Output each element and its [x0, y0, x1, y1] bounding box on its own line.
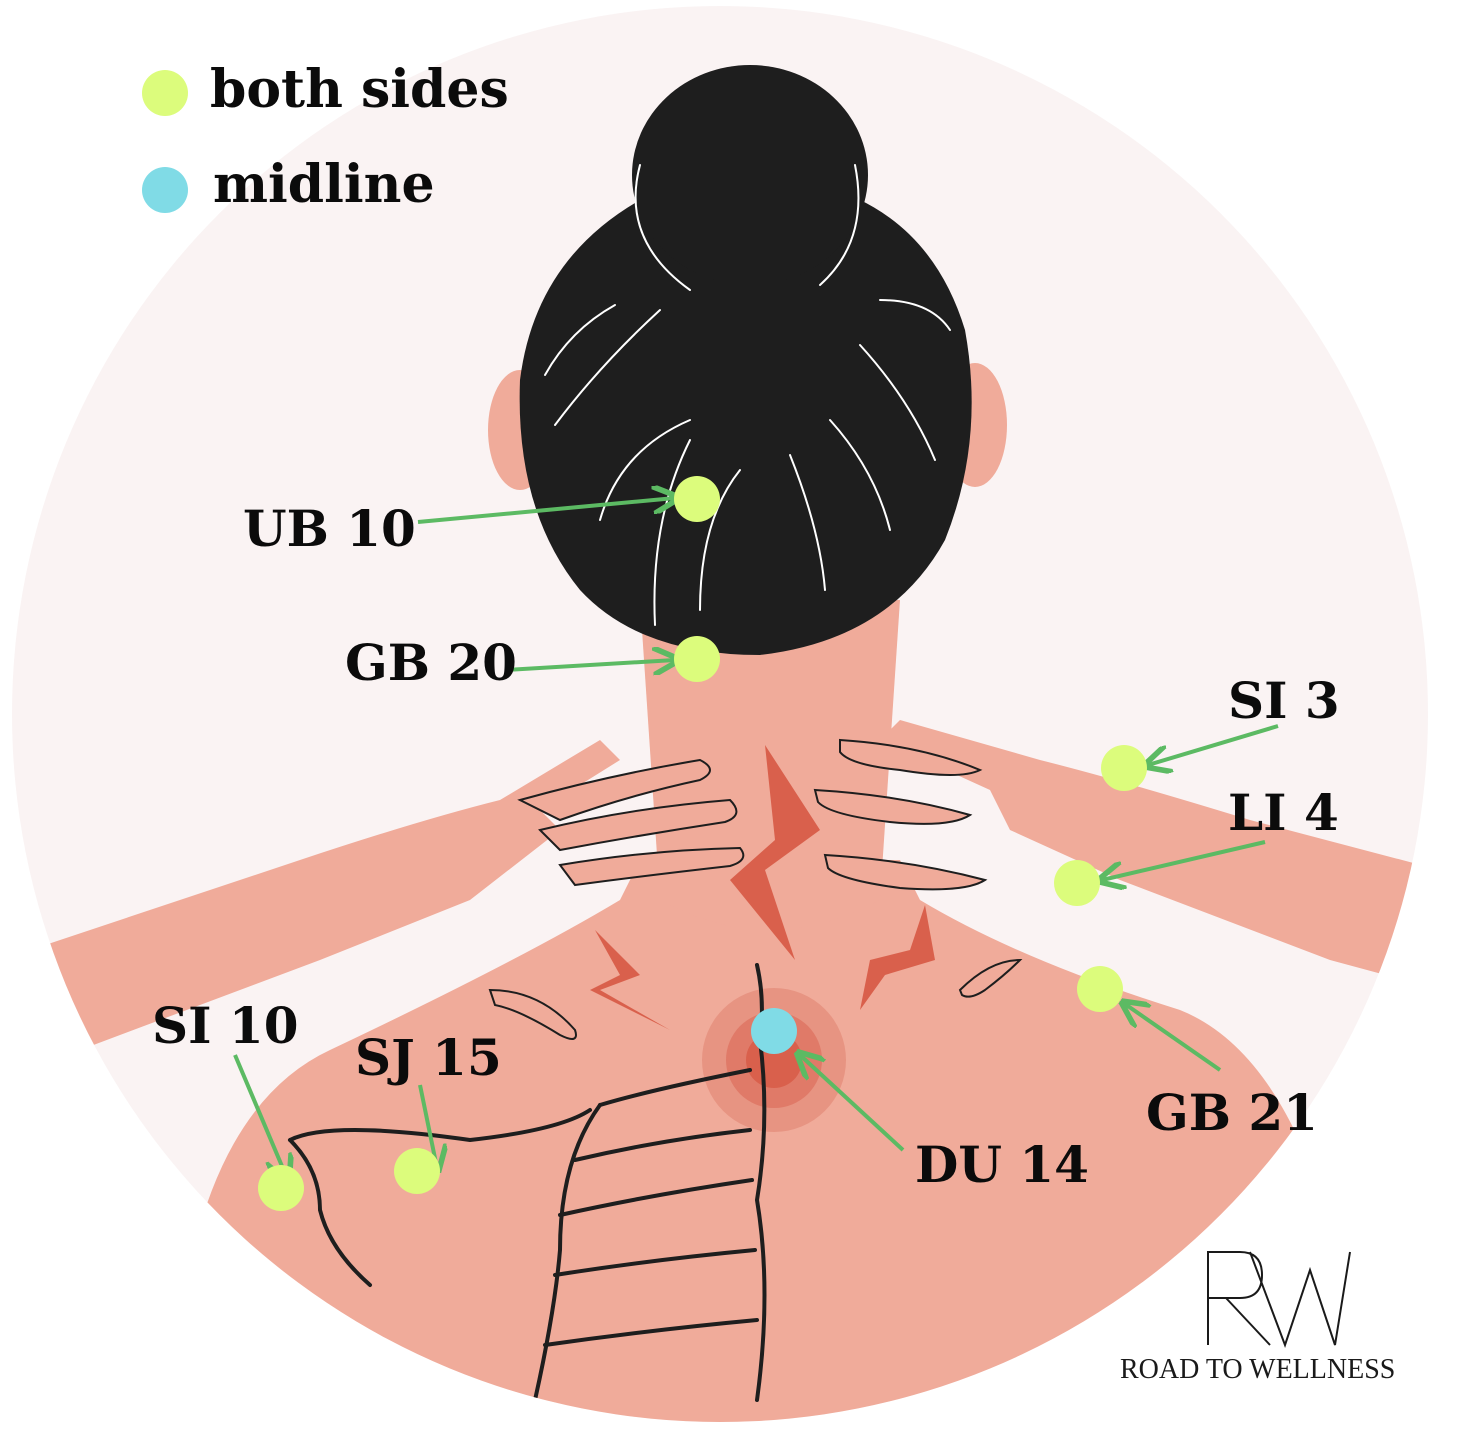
arrow-si10 — [233, 1054, 287, 1178]
left-hand-fingers — [488, 758, 745, 1040]
legend-both-sides-dot — [142, 70, 188, 116]
point-li4[interactable] — [1054, 860, 1100, 906]
brand-name: ROAD TO WELLNESS — [1120, 1354, 1395, 1385]
arrow-sj15 — [418, 1084, 437, 1168]
brand-logo: ROAD TO WELLNESS — [1120, 1251, 1395, 1385]
label-si3: SI 3 — [1228, 671, 1340, 730]
pain-bolts — [590, 745, 935, 1030]
pointer-arrows — [233, 498, 1279, 1178]
figure-illustration — [12, 65, 1428, 1422]
hair-bun — [632, 65, 868, 285]
arrow-si3 — [1148, 724, 1279, 765]
label-gb21: GB 21 — [1146, 1083, 1318, 1142]
point-ub10[interactable] — [674, 476, 720, 522]
hair — [519, 180, 972, 655]
label-li4: LI 4 — [1228, 783, 1339, 842]
label-sj15: SJ 15 — [355, 1028, 502, 1087]
hair-strands — [544, 164, 951, 626]
point-si10[interactable] — [258, 1165, 304, 1211]
point-gb20[interactable] — [674, 636, 720, 682]
left-arm — [12, 740, 620, 1080]
label-si10: SI 10 — [152, 996, 298, 1055]
point-si3[interactable] — [1101, 745, 1147, 791]
arrow-li4 — [1102, 840, 1266, 880]
arrow-du14 — [800, 1055, 905, 1152]
arrow-gb21 — [1125, 1004, 1222, 1072]
point-du14[interactable] — [751, 1008, 797, 1054]
label-ub10: UB 10 — [243, 499, 416, 558]
arrow-ub10 — [417, 498, 675, 524]
point-sj15[interactable] — [394, 1148, 440, 1194]
point-gb21[interactable] — [1077, 966, 1123, 1012]
back-shoulders — [170, 860, 1370, 1422]
legend-midline-dot — [142, 167, 188, 213]
brand-monogram — [1207, 1251, 1351, 1348]
right-hand-fingers — [813, 738, 1023, 998]
arrow-gb20 — [504, 660, 675, 670]
label-gb20: GB 20 — [345, 633, 517, 692]
legend-both-sides-label: both sides — [210, 59, 509, 120]
label-du14: DU 14 — [915, 1135, 1089, 1194]
legend-midline-label: midline — [213, 154, 435, 215]
